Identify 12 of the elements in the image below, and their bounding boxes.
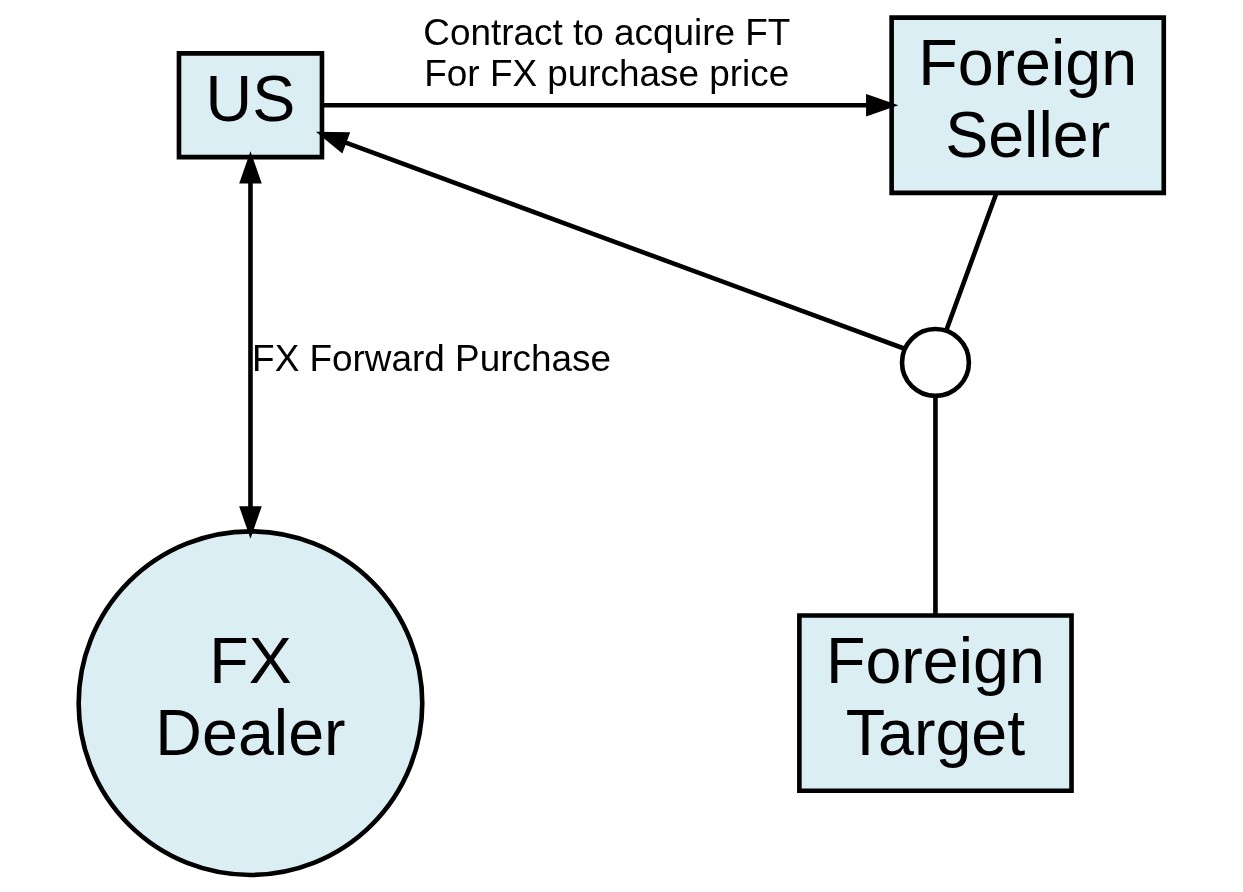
edge-label: FX Forward Purchase [252, 338, 611, 380]
arrow [239, 151, 262, 539]
node-box: Foreign Target [797, 613, 1074, 794]
node-circle [899, 326, 972, 399]
connector [944, 192, 999, 332]
node-box: US [176, 51, 325, 160]
node-box: Foreign Seller [889, 15, 1167, 196]
connector [933, 396, 938, 616]
edge-label: Contract to acquire FT For FX purchase price [423, 11, 791, 95]
arrow [315, 131, 906, 351]
arrow [322, 93, 899, 117]
node-circle: FX Dealer [76, 529, 425, 878]
